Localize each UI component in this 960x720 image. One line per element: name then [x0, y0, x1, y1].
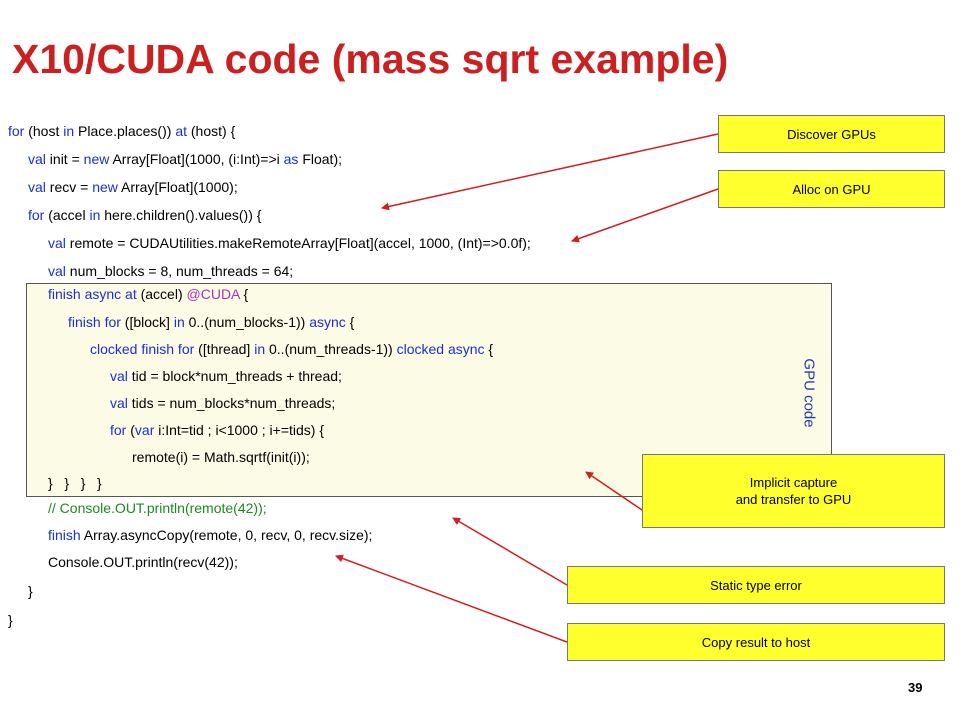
code-token: for: [28, 207, 45, 223]
code-token: 0..(num_blocks-1)): [184, 314, 310, 330]
arrow-copy-result: [335, 554, 568, 643]
code-line: clocked finish for ([thread] in 0..(num_…: [90, 340, 493, 358]
code-token: {: [484, 341, 494, 357]
code-token: val: [28, 151, 46, 167]
code-token: ([thread]: [194, 341, 255, 357]
code-token: ([block]: [120, 314, 174, 330]
code-token: (accel): [136, 286, 187, 302]
code-line: val recv = new Array[Float](1000);: [28, 178, 238, 196]
code-token: in: [63, 123, 75, 139]
code-line: val remote = CUDAUtilities.makeRemoteArr…: [48, 234, 531, 252]
callout-text: Alloc on GPU: [792, 181, 871, 197]
code-token: clocked finish for: [90, 341, 195, 357]
code-token: finish: [48, 527, 81, 543]
callout-implicit-capture: Implicit capture and transfer to GPU: [642, 454, 945, 528]
code-line: val num_blocks = 8, num_threads = 64;: [48, 262, 293, 280]
code-line: finish Array.asyncCopy(remote, 0, recv, …: [48, 526, 372, 544]
callout-copy-result: Copy result to host: [567, 623, 945, 661]
code-token: tids = num_blocks*num_threads;: [127, 395, 336, 411]
code-token: tid = block*num_threads + thread;: [127, 368, 342, 384]
code-token: num_blocks = 8, num_threads = 64;: [65, 263, 294, 279]
code-token: finish async at: [48, 286, 137, 302]
code-line: for (accel in here.children().values()) …: [28, 206, 261, 224]
code-token: Array.asyncCopy(remote, 0, recv, 0, recv…: [80, 527, 373, 543]
code-token: val: [110, 395, 128, 411]
code-token: val: [110, 368, 128, 384]
code-line: }: [28, 582, 33, 600]
code-token: }: [8, 612, 13, 628]
code-token: 0..(num_threads-1)): [265, 341, 397, 357]
code-token: var: [134, 422, 155, 438]
slide-title: X10/CUDA code (mass sqrt example): [12, 36, 729, 82]
code-token: remote(i) = Math.sqrtf(init(i));: [132, 449, 310, 465]
code-token: (host) {: [187, 123, 236, 139]
code-token: i:Int=tid ; i<1000 ; i+=tids) {: [154, 422, 325, 438]
code-token: (host: [24, 123, 64, 139]
code-line: finish for ([block] in 0..(num_blocks-1)…: [68, 313, 354, 331]
arrow-static-type-error: [452, 517, 568, 586]
code-token: in: [254, 341, 266, 357]
code-token: Place.places()): [74, 123, 176, 139]
code-token: for: [110, 422, 127, 438]
code-token: Float);: [298, 151, 343, 167]
code-token: finish for: [68, 314, 121, 330]
code-token: new: [83, 151, 110, 167]
code-token: in: [89, 207, 101, 223]
callout-text: Static type error: [710, 577, 802, 593]
code-token: @CUDA: [186, 286, 240, 302]
code-token: } } } }: [48, 475, 102, 491]
code-token: (: [126, 422, 135, 438]
code-token: new: [92, 179, 118, 195]
code-token: here.children().values()) {: [100, 207, 262, 223]
code-token: {: [345, 314, 355, 330]
code-line: remote(i) = Math.sqrtf(init(i));: [132, 448, 310, 466]
callout-static-type-error: Static type error: [567, 566, 945, 604]
callout-text: Copy result to host: [701, 634, 811, 650]
code-token: Console.OUT.println(recv(42));: [48, 554, 238, 570]
code-token: val: [48, 235, 66, 251]
code-token: as: [283, 151, 299, 167]
arrow-alloc-on-gpu: [571, 188, 719, 243]
code-line: }: [8, 611, 13, 629]
code-token: in: [173, 314, 185, 330]
code-line: finish async at (accel) @CUDA {: [48, 285, 248, 303]
code-line: // Console.OUT.println(remote(42));: [48, 499, 267, 517]
arrow-discover-gpus: [381, 133, 719, 211]
code-token: }: [28, 583, 33, 599]
code-line: val tid = block*num_threads + thread;: [110, 367, 342, 385]
callout-text: Discover GPUs: [787, 126, 876, 142]
callout-text: Implicit capture and transfer to GPU: [735, 475, 852, 507]
code-token: async: [309, 314, 346, 330]
arrow-implicit-capture: [585, 471, 643, 511]
code-token: clocked async: [396, 341, 485, 357]
code-token: for: [8, 123, 25, 139]
code-token: (accel: [44, 207, 90, 223]
code-line: val init = new Array[Float](1000, (i:Int…: [28, 150, 342, 168]
callout-discover-gpus: Discover GPUs: [718, 115, 945, 153]
code-token: val: [48, 263, 66, 279]
code-token: remote = CUDAUtilities.makeRemoteArray[F…: [65, 235, 531, 251]
code-token: {: [239, 286, 249, 302]
code-line: Console.OUT.println(recv(42));: [48, 553, 238, 571]
code-token: at: [175, 123, 187, 139]
code-token: // Console.OUT.println(remote(42));: [48, 500, 267, 516]
code-line: } } } }: [48, 474, 102, 492]
code-token: recv =: [45, 179, 93, 195]
code-line: for (var i:Int=tid ; i<1000 ; i+=tids) {: [110, 421, 324, 439]
code-token: Array[Float](1000, (i:Int)=>i: [109, 151, 284, 167]
code-line: for (host in Place.places()) at (host) {: [8, 122, 235, 140]
page-number: 39: [908, 680, 923, 695]
code-token: init =: [45, 151, 84, 167]
code-line: val tids = num_blocks*num_threads;: [110, 394, 335, 412]
callout-alloc-on-gpu: Alloc on GPU: [718, 170, 945, 208]
code-token: val: [28, 179, 46, 195]
code-token: Array[Float](1000);: [117, 179, 238, 195]
